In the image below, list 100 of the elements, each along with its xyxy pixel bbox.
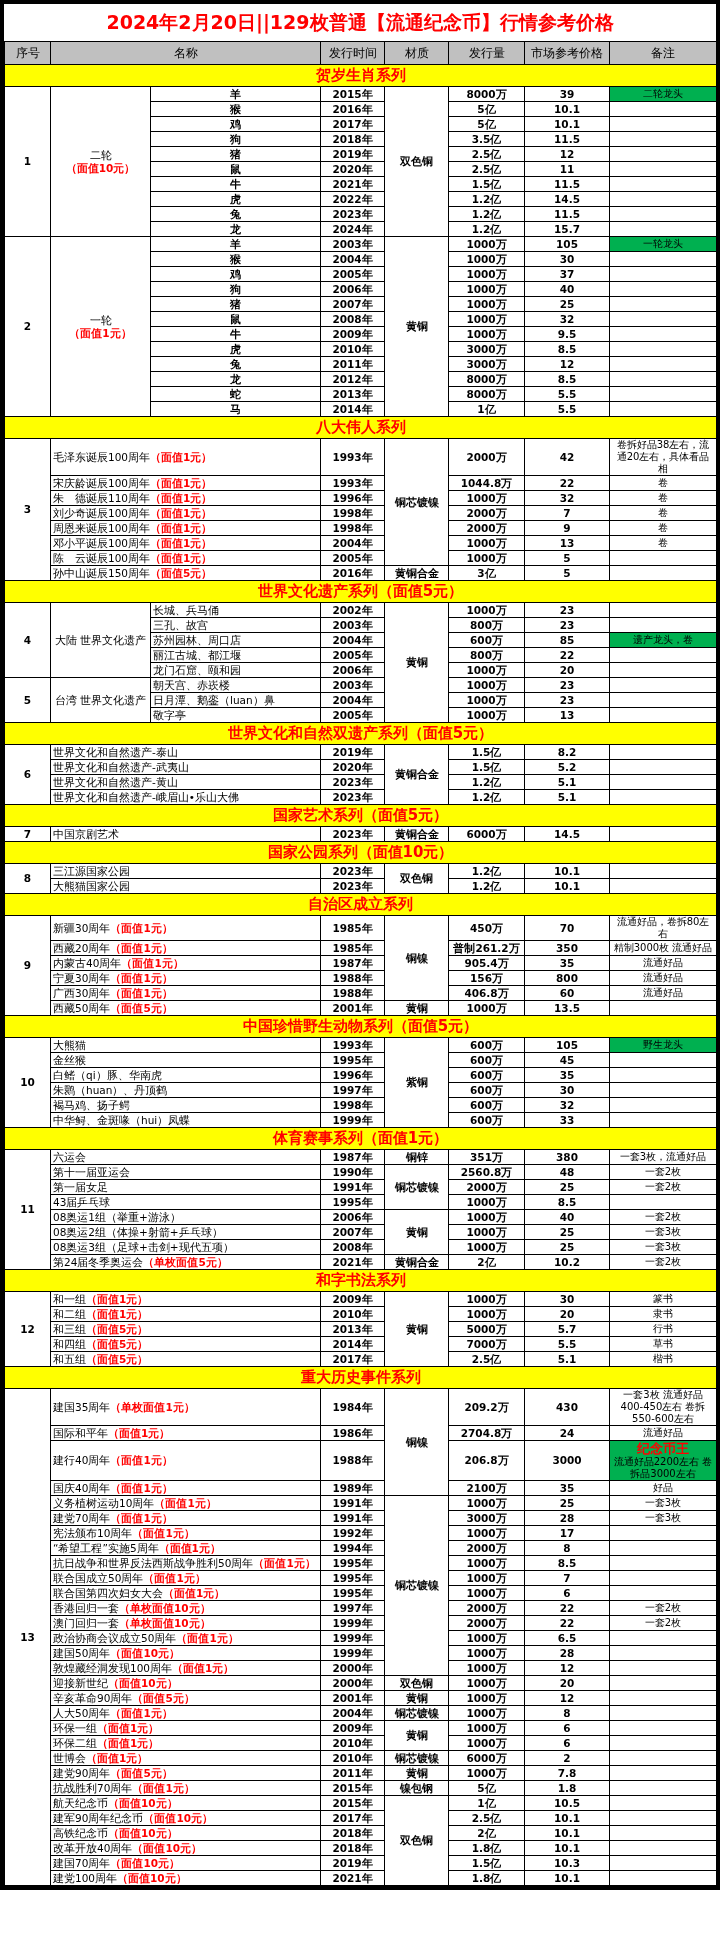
issue-year: 2016年 <box>332 566 373 579</box>
face-value: （面值1元） <box>110 1481 173 1494</box>
mintage: 1000万 <box>466 1721 507 1734</box>
face-value: （面值1元） <box>121 956 184 969</box>
market-price: 15.7 <box>554 222 580 235</box>
coin-name: 中国京剧艺术 <box>53 827 119 840</box>
coin-name: 08奥运3组（足球+击剑+现代五项） <box>53 1240 234 1253</box>
face-value: （面值1元） <box>150 551 213 564</box>
mintage: 2000万 <box>466 1601 507 1614</box>
mintage: 1.8亿 <box>471 1841 502 1854</box>
market-price: 6 <box>563 1721 571 1734</box>
material: 黄铜合金 <box>394 1255 439 1268</box>
coin-name: 陈 云诞辰100周年 <box>53 551 151 564</box>
coin-name: 朱 德诞辰110周年 <box>53 491 151 504</box>
coin-name: 和二组 <box>53 1307 86 1320</box>
face-value: （面值5元） <box>110 1766 173 1779</box>
coin-name: 建国35周年 <box>53 1400 111 1413</box>
remark: 流通好品 <box>643 957 683 968</box>
issue-year: 2017年 <box>332 1352 373 1365</box>
issue-year: 2019年 <box>332 147 373 160</box>
issue-year: 1993年 <box>332 1038 373 1051</box>
market-price: 105 <box>556 1038 578 1051</box>
market-price: 32 <box>559 312 575 325</box>
issue-year: 2023年 <box>332 864 373 877</box>
face-value: （面值1元） <box>97 1736 160 1749</box>
coin-name: 抗日战争和世界反法西斯战争胜利50周年 <box>53 1556 254 1569</box>
mintage: 1.2亿 <box>471 192 502 205</box>
mintage: 1000万 <box>466 1240 507 1253</box>
issue-year: 2005年 <box>332 267 373 280</box>
mintage: 1000万 <box>466 1676 507 1689</box>
issue-year: 1997年 <box>332 1083 373 1096</box>
market-price: 8.5 <box>557 1195 577 1208</box>
face-value: （单枚面值1元） <box>110 1400 195 1413</box>
coin-group: 大陆 世界文化遗产 <box>54 633 147 646</box>
mintage: 1.5亿 <box>471 177 502 190</box>
serial-number: 13 <box>20 1630 35 1643</box>
coin-name: 建军90周年纪念币 <box>53 1811 144 1824</box>
market-price: 5 <box>563 566 571 579</box>
market-price: 6 <box>563 1586 571 1599</box>
series-heading: 八大伟人系列 <box>4 416 717 439</box>
mintage: 600万 <box>470 633 503 646</box>
issue-year: 2016年 <box>332 102 373 115</box>
market-price: 60 <box>559 986 575 999</box>
issue-year: 1987年 <box>332 956 373 969</box>
remark: 行书 <box>653 1323 673 1334</box>
issue-year: 1989年 <box>332 1481 373 1494</box>
mintage: 1000万 <box>466 252 507 265</box>
market-price: 23 <box>559 678 575 691</box>
mintage: 2.5亿 <box>471 147 502 160</box>
face-value: （面值1元） <box>110 971 173 984</box>
remark: 好品 <box>653 1482 673 1493</box>
market-price: 28 <box>559 1511 575 1524</box>
issue-year: 2009年 <box>332 1292 373 1305</box>
market-price: 10.5 <box>554 1796 580 1809</box>
remark: 篆书 <box>653 1293 673 1304</box>
remark: 一套3枚 <box>644 1497 682 1508</box>
mintage: 1.5亿 <box>471 760 502 773</box>
mintage: 450万 <box>470 921 503 934</box>
market-price: 23 <box>559 603 575 616</box>
face-value: （面值1元） <box>108 1426 171 1439</box>
remark: 卷 <box>658 522 668 533</box>
coin-name: 敦煌藏经洞发现100周年 <box>53 1661 173 1674</box>
coin-name: 邓小平诞辰100周年 <box>53 536 151 549</box>
mintage: 1000万 <box>466 663 507 676</box>
issue-year: 2015年 <box>332 1781 373 1794</box>
mintage: 406.8万 <box>464 986 509 999</box>
coin-name: 三江源国家公园 <box>53 864 130 877</box>
column-header: 序号 <box>4 41 51 65</box>
face-value: （面值1元） <box>150 536 213 549</box>
remark: 一套3枚 <box>644 1512 682 1523</box>
market-price: 48 <box>559 1165 575 1178</box>
coin-name: 宁夏30周年 <box>53 971 111 984</box>
coin-name: 人大50周年 <box>53 1706 111 1719</box>
coin-name: 虎 <box>230 342 241 355</box>
material: 黄铜合金 <box>394 768 439 780</box>
face-value: （面值1元） <box>143 1571 206 1584</box>
mintage: 209.2万 <box>464 1400 509 1413</box>
market-price: 105 <box>556 237 578 250</box>
coin-name: 08奥运2组（体操+射箭+乒乓球） <box>53 1225 223 1238</box>
market-price: 35 <box>559 1068 575 1081</box>
issue-year: 2003年 <box>332 678 373 691</box>
remark: 流通好品2200左右 卷拆品3000左右 <box>613 1456 713 1479</box>
mintage: 1000万 <box>466 267 507 280</box>
issue-year: 2018年 <box>332 132 373 145</box>
market-price: 8 <box>563 1706 571 1719</box>
market-price: 12 <box>559 1661 575 1674</box>
mintage: 3亿 <box>477 566 496 579</box>
series-heading: 贺岁生肖系列 <box>4 64 717 87</box>
issue-year: 2002年 <box>332 603 373 616</box>
mintage: 5000万 <box>466 1322 507 1335</box>
coin-name: “希望工程”实施5周年 <box>53 1541 159 1554</box>
market-price: 8.5 <box>557 342 577 355</box>
issue-year: 2000年 <box>332 1661 373 1674</box>
issue-year: 1996年 <box>332 1068 373 1081</box>
material: 铜镍 <box>405 951 428 964</box>
face-value: （面值1元） <box>110 1511 173 1524</box>
material: 黄铜 <box>405 656 428 668</box>
mintage: 1000万 <box>466 237 507 250</box>
coin-name: 虎 <box>230 192 241 205</box>
coin-name: 三孔、故宫 <box>153 618 208 631</box>
